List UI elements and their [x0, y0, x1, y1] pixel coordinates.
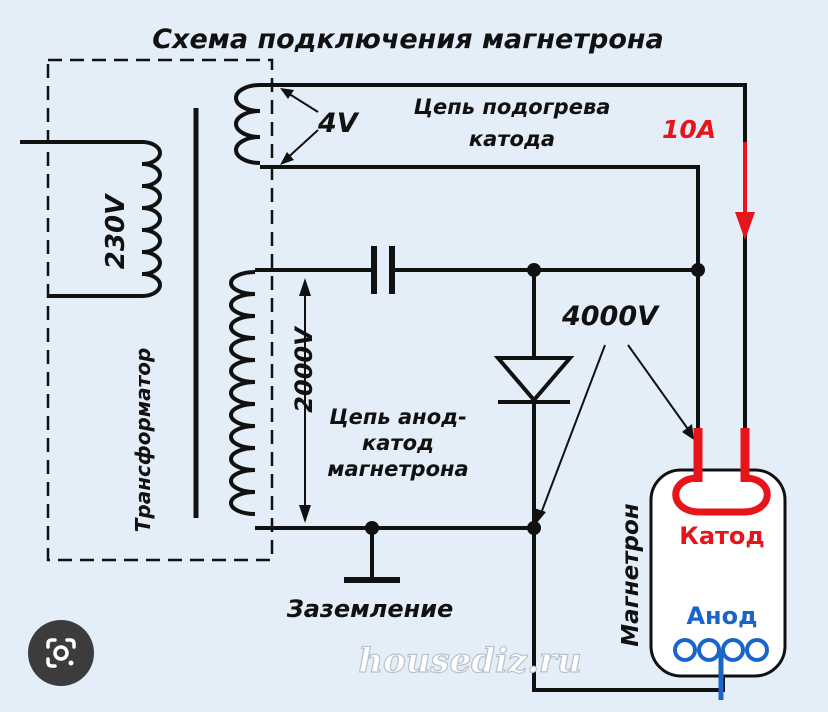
anode-circuit-label-3: магнетрона [327, 457, 468, 481]
capacitor [371, 246, 395, 294]
anode-circuit-label-1: Цепь анод- [329, 405, 467, 429]
magnetron-body [649, 468, 787, 678]
transformer-enclosure [46, 58, 274, 562]
total-voltage-arrows [534, 344, 694, 524]
lens-button[interactable] [28, 620, 94, 686]
heater-circuit-label-1: Цепь подогрева [414, 95, 611, 119]
total-voltage-label: 4000V [561, 301, 660, 332]
current-arrow [735, 142, 755, 240]
heater-wire-top [260, 83, 747, 428]
diode-icon [493, 356, 575, 404]
anode-rings [673, 638, 769, 700]
watermark: housediz.ru [358, 641, 581, 681]
ground-icon [344, 528, 400, 583]
diagram-title: Схема подключения магнетрона [152, 24, 664, 55]
hv-winding [229, 270, 256, 516]
transformer-label: Трансформатор [131, 348, 155, 533]
hv-voltage-label: 2000V [290, 325, 318, 413]
heater-circuit-label-2: катода [469, 127, 555, 151]
primary-voltage-label: 230V [101, 193, 131, 269]
magnetron-label: Магнетрон [618, 503, 644, 647]
heater-voltage-arrows [280, 88, 319, 165]
heater-wire-bottom [260, 165, 700, 428]
cathode-filament [672, 428, 771, 516]
anode-circuit-label-2: катод [362, 431, 434, 455]
primary-winding [20, 140, 162, 298]
heater-winding [234, 83, 261, 165]
cathode-label: Катод [679, 522, 765, 550]
ground-label: Заземление [286, 595, 454, 623]
heater-voltage-label: 4V [317, 108, 360, 139]
anode-label: Анод [686, 602, 757, 630]
hv-voltage-arrow [299, 278, 311, 523]
current-label: 10A [662, 115, 716, 144]
junction-dot [691, 263, 705, 277]
google-lens-icon [46, 638, 76, 668]
